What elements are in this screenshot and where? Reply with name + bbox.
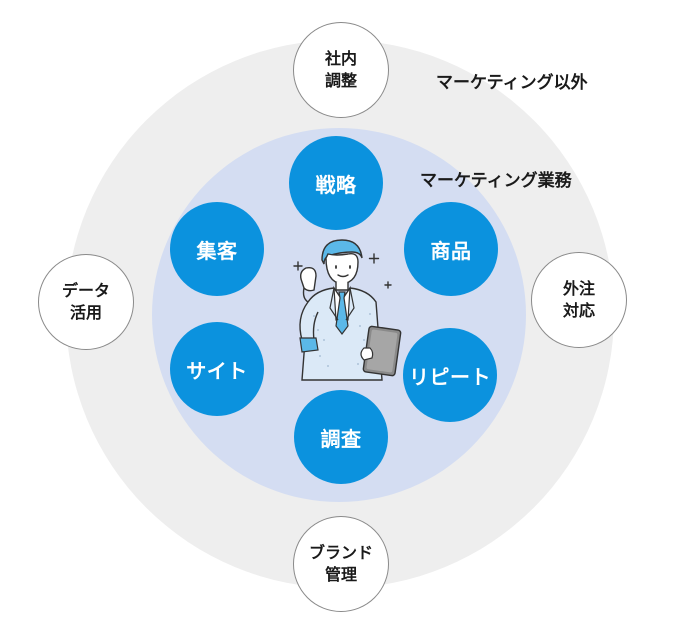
node-internal-coordination[interactable]: 社内 調整 [293,22,389,118]
businessman-illustration [293,239,402,381]
node-repeat[interactable]: リピート [403,328,497,422]
node-customer-acquisition[interactable]: 集客 [170,202,264,296]
node-site[interactable]: サイト [170,322,264,416]
sparkle-icon [293,253,392,289]
node-brand-management[interactable]: ブランド 管理 [293,516,389,612]
node-brand-management-line1: ブランド [308,543,373,562]
node-strategy[interactable]: 戦略 [289,136,383,230]
node-brand-management-line2: 管理 [324,565,357,584]
node-outsourcing-line1: 外注 [562,279,595,298]
node-outsourcing[interactable]: 外注 対応 [531,252,627,348]
node-internal-coordination-line1: 社内 [324,49,357,68]
node-data-utilization[interactable]: データ 活用 [38,254,134,350]
node-research[interactable]: 調査 [294,390,388,484]
node-outsourcing-line2: 対応 [562,301,595,320]
node-data-utilization-line2: 活用 [69,303,102,322]
node-product[interactable]: 商品 [404,202,498,296]
inner-ring-label: マーケティング業務 [420,171,572,191]
outer-ring-label: マーケティング以外 [436,73,588,93]
node-data-utilization-line1: データ [61,281,110,300]
node-internal-coordination-line2: 調整 [324,71,357,90]
